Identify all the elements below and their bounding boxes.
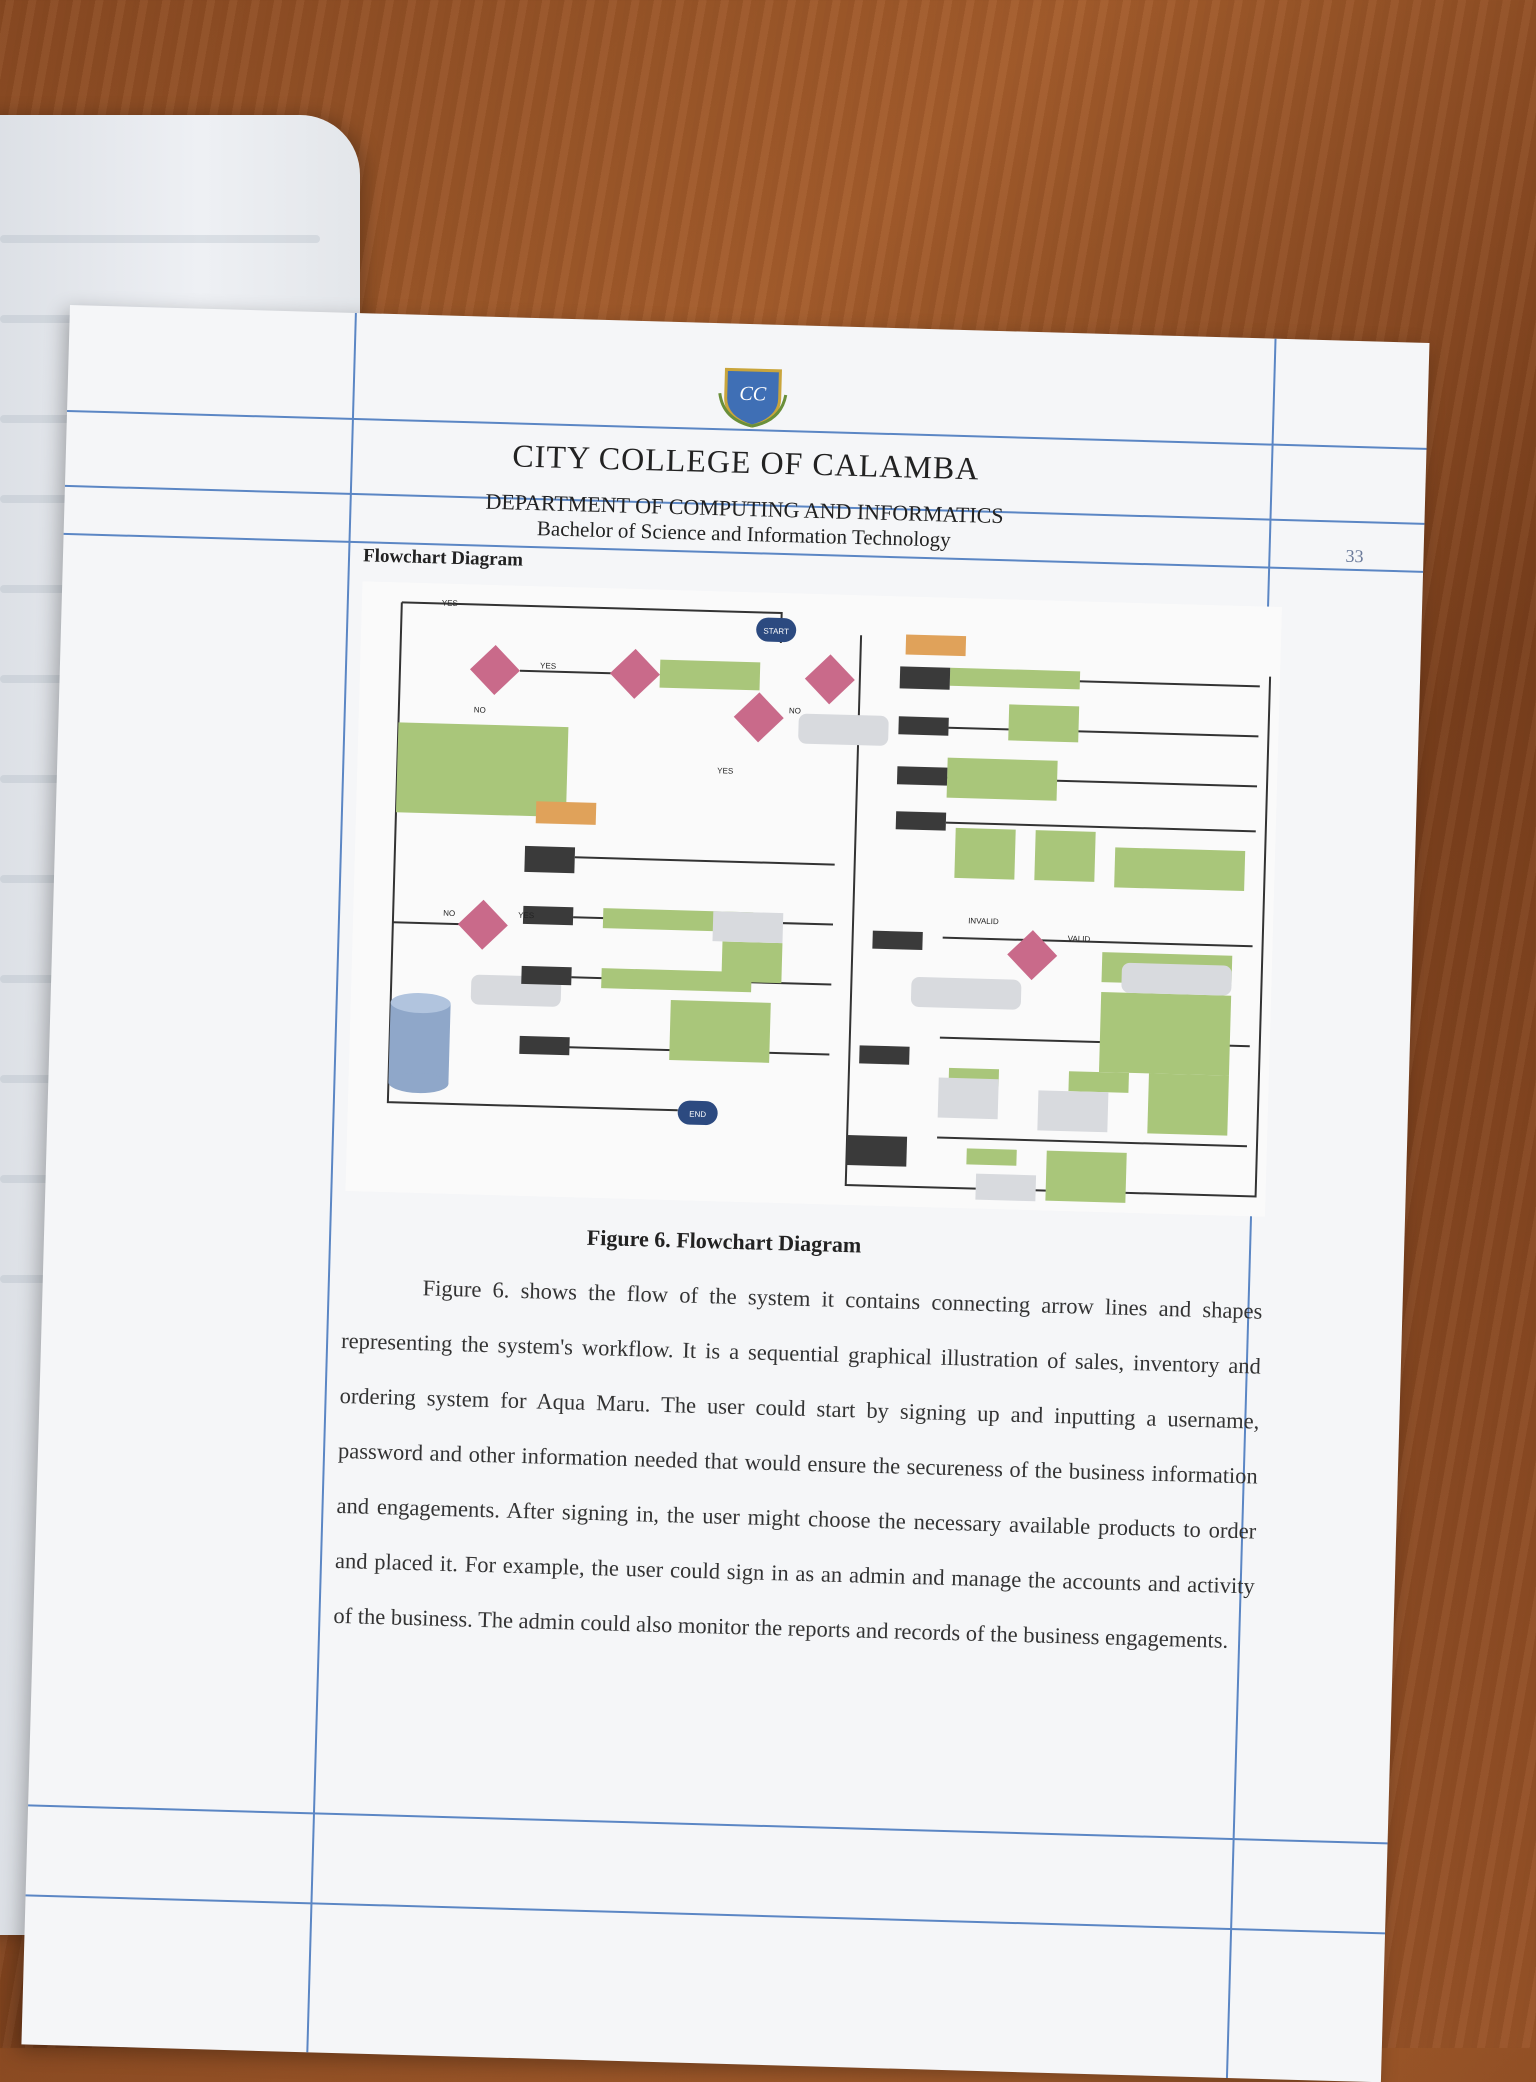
flow-label-yes: YES: [717, 766, 733, 775]
module-boxes: [519, 666, 951, 1167]
body-paragraph: Figure 6. shows the flow of the system i…: [333, 1258, 1263, 1669]
paragraph-text: Figure 6. shows the flow of the system i…: [333, 1275, 1263, 1653]
decision-diamonds: [457, 645, 1058, 981]
footer-rule-top: [28, 1804, 1388, 1845]
customer-module-header: [535, 801, 597, 825]
flowchart-figure: START END: [345, 581, 1283, 1217]
flow-label-no: NO: [443, 909, 455, 918]
end-label: END: [689, 1110, 706, 1119]
start-terminal: [756, 617, 797, 643]
svg-text:CC: CC: [739, 383, 767, 406]
flow-label-yes: YES: [518, 911, 534, 920]
page-number: 33: [1345, 545, 1364, 567]
database-icon: [388, 993, 451, 1094]
flow-label-no: NO: [474, 705, 486, 714]
flow-label-yes: YES: [442, 598, 458, 607]
faded-text-line: [0, 235, 320, 243]
flow-label-yes: YES: [540, 661, 556, 670]
flow-label-no: NO: [789, 706, 801, 715]
figure-caption: Figure 6. Flowchart Diagram: [586, 1224, 862, 1258]
start-label: START: [763, 626, 789, 636]
footer-rule-bottom: [25, 1894, 1386, 1935]
document-page: CC CITY COLLEGE OF CALAMBA DEPARTMENT OF…: [21, 305, 1430, 2082]
section-title: Flowchart Diagram: [362, 545, 524, 571]
college-seal-logo: CC: [718, 367, 788, 428]
end-terminal: [677, 1100, 718, 1126]
flow-label-valid: VALID: [1068, 934, 1091, 944]
admin-module-header: [905, 634, 967, 657]
flow-label-invalid: INVALID: [968, 916, 999, 926]
feedback-boxes: [470, 713, 1232, 1202]
